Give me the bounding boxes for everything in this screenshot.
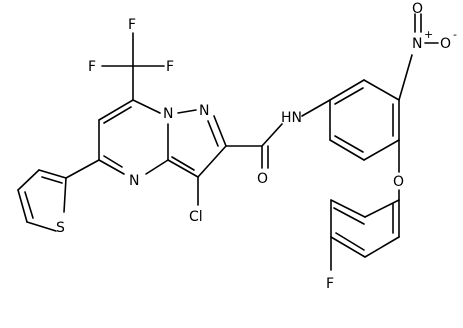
atom-o-ether: O (393, 174, 404, 190)
amide-group (225, 99, 331, 169)
atom-f-top: F (128, 17, 136, 33)
nitro-o-charge: - (453, 28, 457, 41)
atom-cl: Cl (189, 209, 203, 225)
thiophene-ring (17, 159, 100, 232)
atom-nh-amide: HN (281, 110, 302, 126)
fluorophenyl-ring (330, 199, 400, 258)
nitrophenyl-ring (329, 79, 400, 161)
atom-o-nitro-right: O (440, 36, 451, 52)
ether-linkage (364, 139, 400, 218)
trifluoromethyl-group (101, 32, 165, 101)
atom-o-nitro-top: O (412, 1, 423, 17)
nitro-n-charge: + (424, 28, 433, 41)
pyrazole-ring (167, 109, 227, 178)
pyrimidine-ring (98, 99, 169, 175)
atom-f-right: F (166, 59, 174, 75)
atom-n-pyrimidine: N (129, 173, 139, 189)
atom-o-amide: O (257, 171, 268, 187)
atom-n-nitro: N (412, 36, 422, 52)
atom-n-pyrazole: N (199, 103, 209, 119)
atom-s-thiophene: S (56, 220, 65, 236)
atom-f-para: F (326, 276, 334, 292)
atom-n-bridge: N (163, 106, 173, 122)
atom-f-left: F (88, 59, 96, 75)
nitro-group (398, 13, 439, 101)
